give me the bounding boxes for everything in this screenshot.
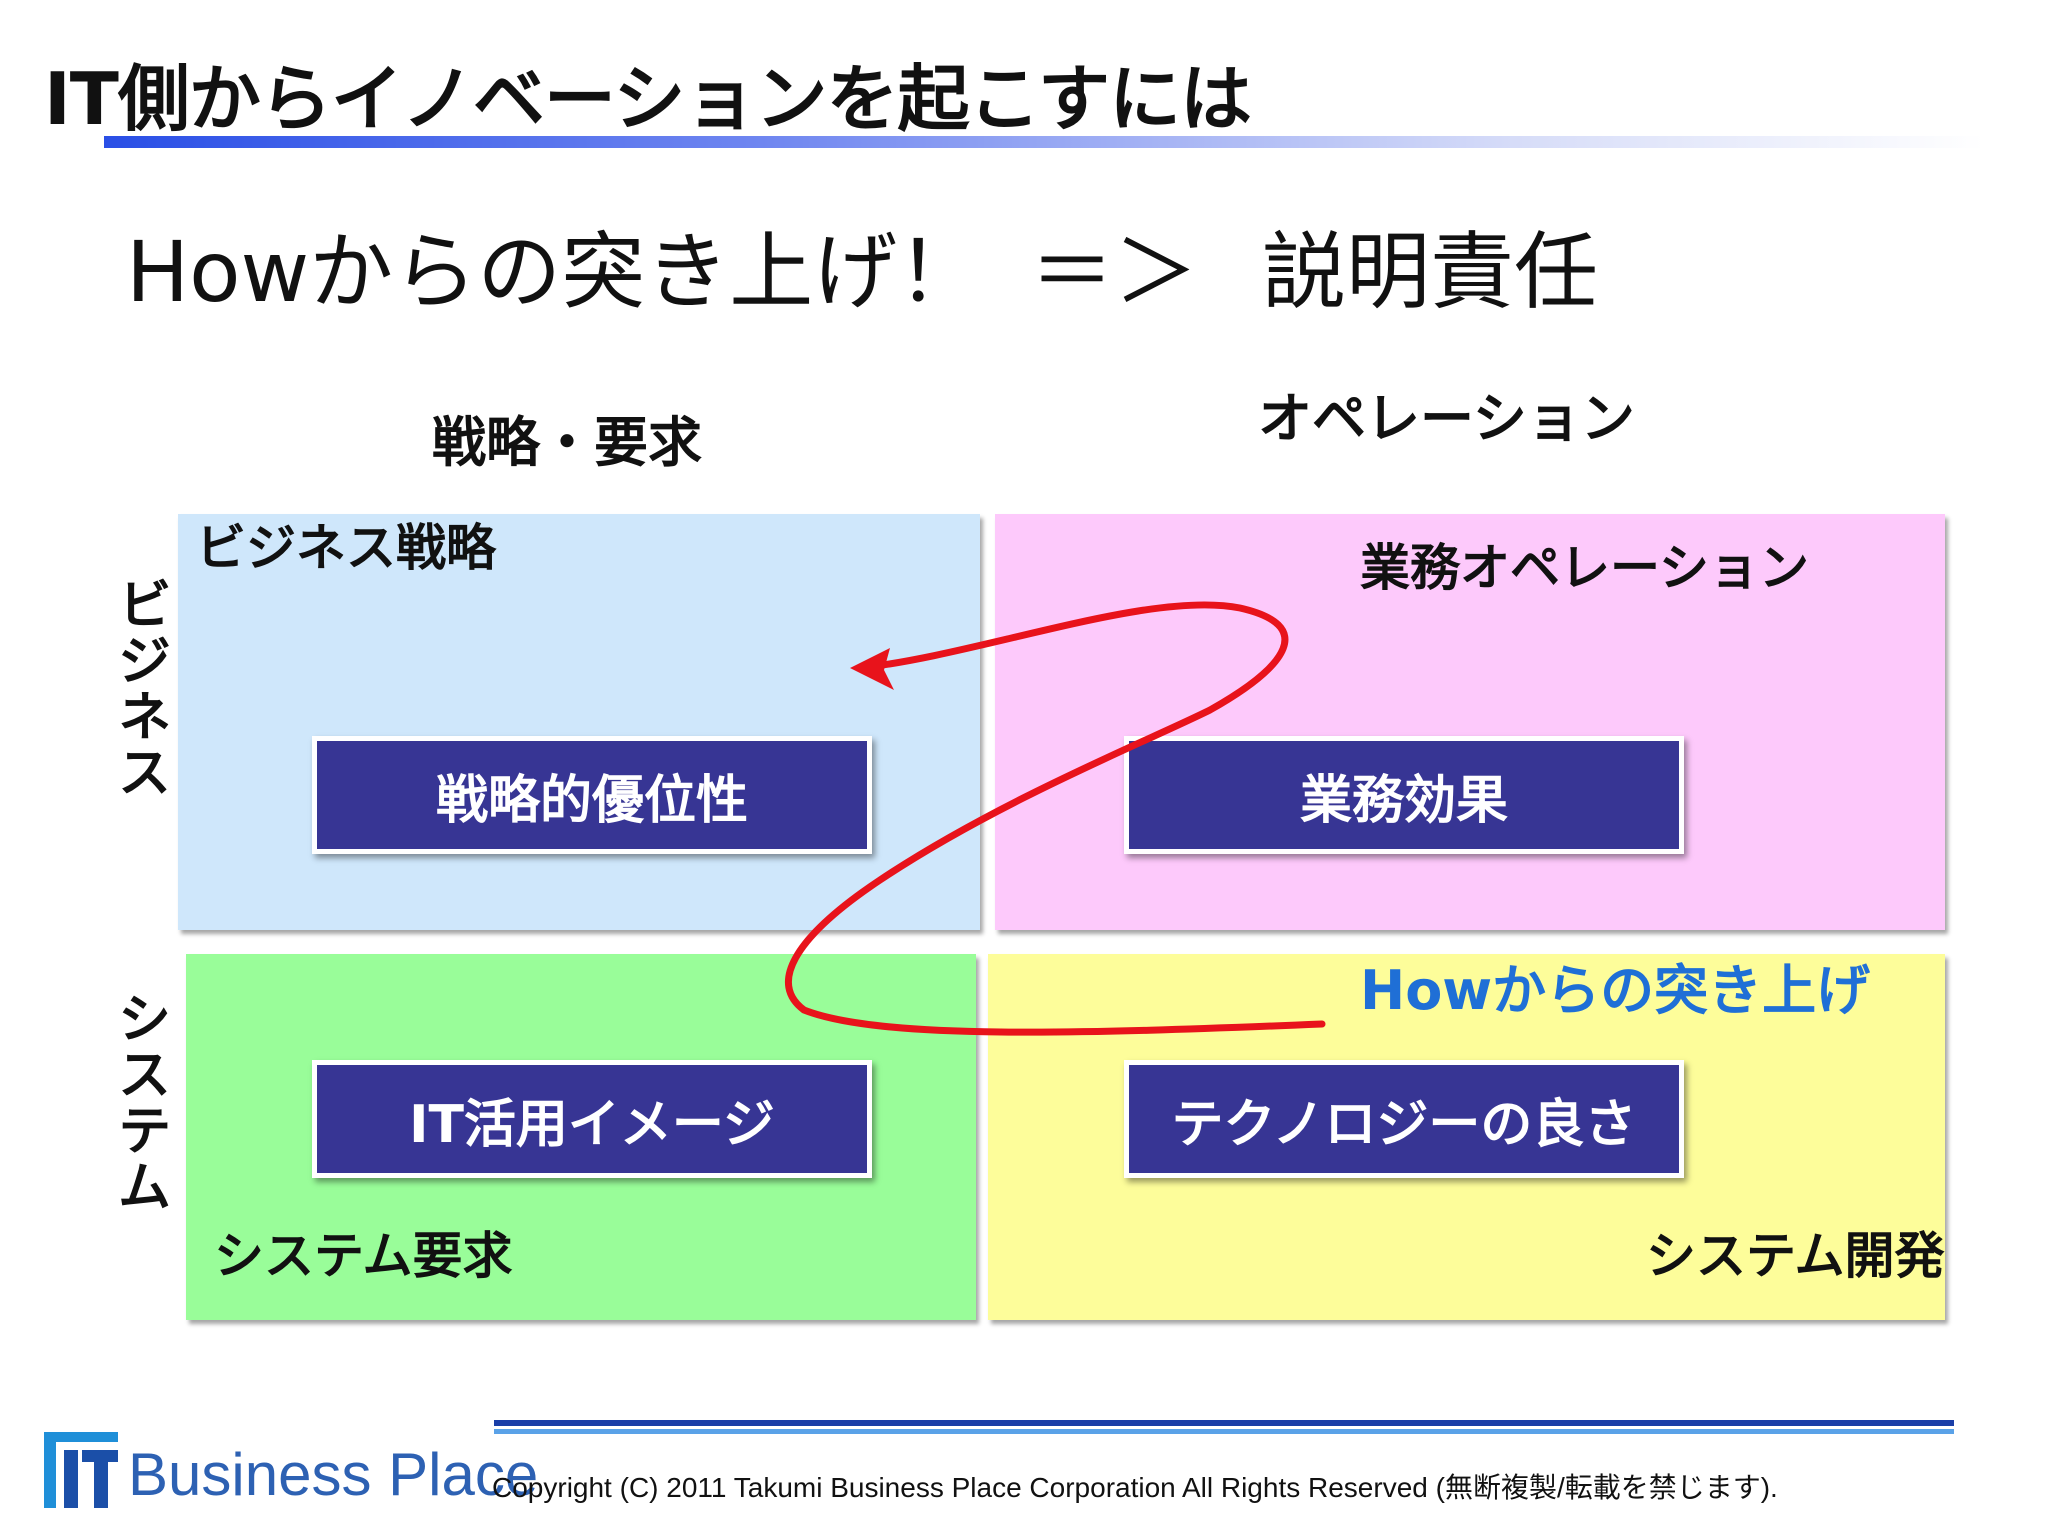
label-system-requirements: システム要求 bbox=[214, 1227, 513, 1285]
quadrant-business-operation bbox=[995, 514, 1945, 930]
subtitle-arrow: ＝＞ bbox=[1030, 223, 1199, 321]
label-system-development: システム開発 bbox=[1646, 1227, 1945, 1285]
label-business-operation: 業務オペレーション bbox=[1360, 539, 1809, 597]
how-push-up-label: Howからの突き上げ bbox=[1360, 959, 1871, 1022]
it-logo-icon bbox=[44, 1432, 118, 1508]
box-strategic-advantage: 戦略的優位性 bbox=[312, 736, 872, 854]
title-underline bbox=[104, 136, 1984, 148]
quadrant-business-strategy bbox=[178, 514, 980, 930]
box-technology-merits: テクノロジーの良さ bbox=[1124, 1060, 1684, 1178]
footer-rule-light bbox=[494, 1429, 1954, 1434]
box-business-effect: 業務効果 bbox=[1124, 736, 1684, 854]
flow-path bbox=[785, 601, 1326, 1036]
copyright-text: Copyright (C) 2011 Takumi Business Place… bbox=[492, 1472, 1778, 1503]
row-header-system: システム bbox=[108, 990, 171, 1214]
subtitle-right: 説明責任 bbox=[1262, 223, 1599, 321]
label-business-strategy: ビジネス戦略 bbox=[196, 519, 496, 577]
column-header-operation: オペレーション bbox=[1258, 387, 1635, 450]
column-header-strategy: 戦略・要求 bbox=[432, 411, 702, 474]
box-it-usage-image: IT活用イメージ bbox=[312, 1060, 872, 1178]
footer-rule-dark bbox=[494, 1420, 1954, 1426]
subtitle-left: Howからの突き上げ！ bbox=[126, 223, 982, 321]
arrow-head bbox=[850, 648, 894, 690]
page-title: IT側からイノベーションを起こすには bbox=[44, 57, 1252, 141]
logo-text: Business Place bbox=[128, 1441, 539, 1508]
row-header-business: ビジネス bbox=[108, 576, 171, 800]
